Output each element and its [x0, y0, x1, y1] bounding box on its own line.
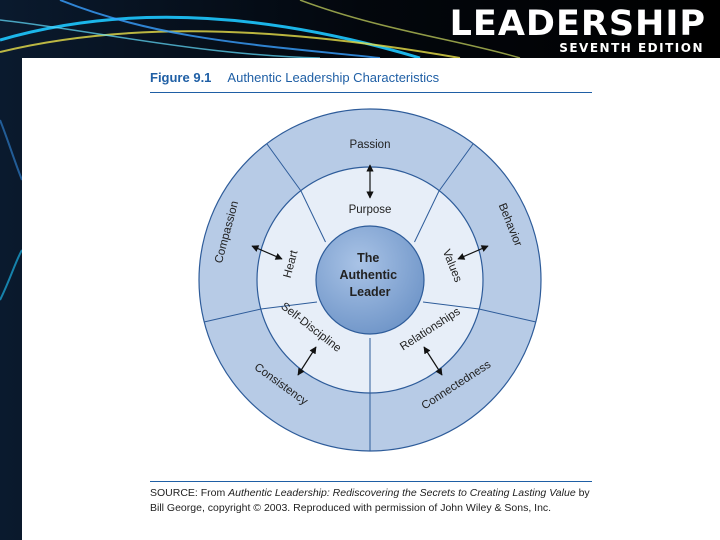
figure-heading: Figure 9.1 Authentic Leadership Character…: [150, 70, 592, 93]
source-citation: SOURCE: From Authentic Leadership: Redis…: [150, 481, 592, 516]
book-edition: SEVENTH EDITION: [559, 41, 704, 55]
label-purpose: Purpose: [349, 204, 392, 216]
source-prefix: SOURCE: From: [150, 487, 228, 499]
label-passion: Passion: [350, 139, 391, 151]
source-book-title: Authentic Leadership: Rediscovering the …: [228, 487, 575, 499]
book-title: LEADERSHIP: [450, 4, 706, 44]
figure-number: Figure 9.1: [150, 70, 211, 85]
center-label-line1: The: [357, 251, 379, 265]
authentic-leadership-diagram: The Authentic Leader Purpose Values Rela…: [190, 100, 550, 460]
center-label-line3: Leader: [350, 285, 391, 299]
figure-title: Authentic Leadership Characteristics: [227, 70, 439, 85]
center-label-line2: Authentic: [339, 268, 397, 282]
